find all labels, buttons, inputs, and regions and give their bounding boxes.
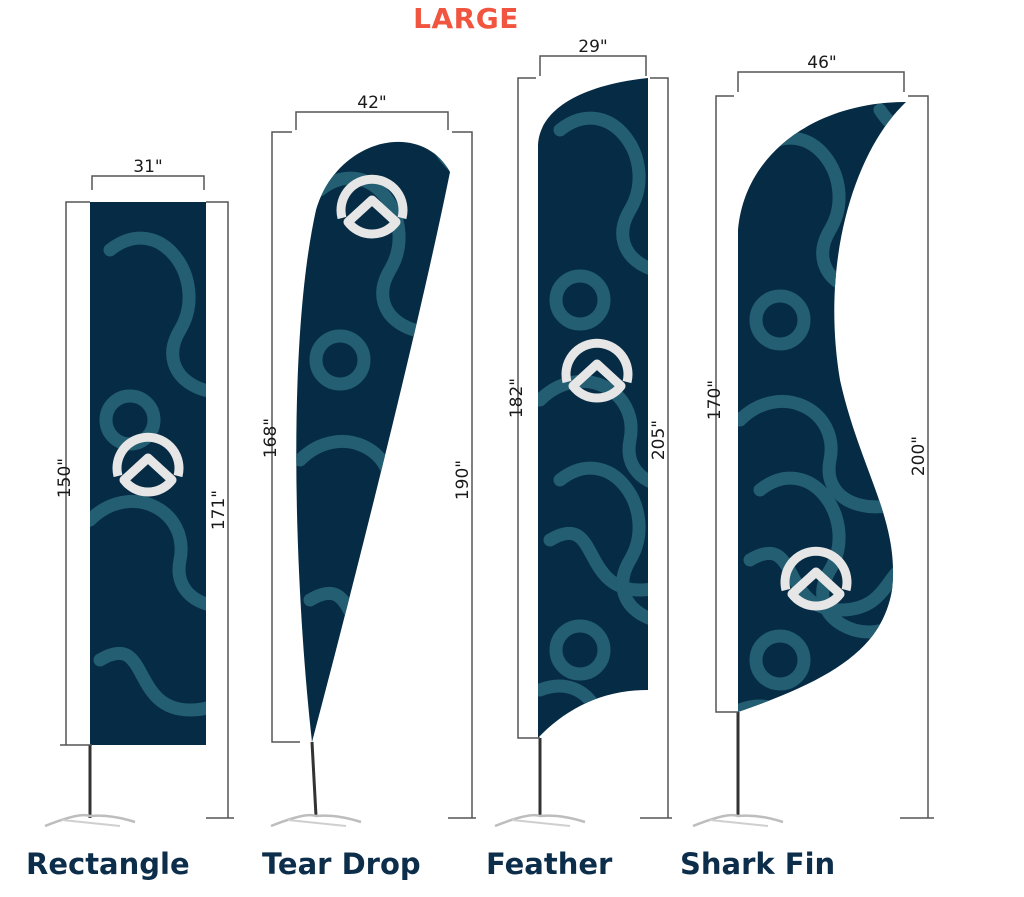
tear-drop-flag-height-label: 168": [261, 418, 281, 458]
label-shark-fin: Shark Fin: [680, 847, 836, 881]
flag-rectangle: [43, 175, 234, 828]
feather-width-label: 29": [578, 37, 607, 57]
flag-tear-drop: [269, 111, 476, 828]
label-rectangle: Rectangle: [26, 847, 190, 881]
feather-flag-height-label: 182": [507, 378, 527, 418]
feather-total-height-label: 205": [649, 420, 669, 460]
rectangle-flag-height-label: 150": [55, 458, 75, 498]
size-heading: LARGE: [413, 2, 519, 35]
tear-drop-width-label: 42": [357, 93, 386, 113]
label-feather: Feather: [486, 847, 613, 881]
flag-feather: [493, 55, 672, 828]
rectangle-total-height-label: 171": [209, 490, 229, 530]
tear-drop-total-height-label: 190": [453, 460, 473, 500]
rectangle-width-label: 31": [133, 157, 162, 177]
shark-fin-total-height-label: 200": [909, 436, 929, 476]
flag-shark-fin: [691, 71, 934, 828]
shark-fin-width-label: 46": [807, 53, 836, 73]
label-tear-drop: Tear Drop: [262, 847, 421, 881]
shark-fin-flag-height-label: 170": [705, 380, 725, 420]
